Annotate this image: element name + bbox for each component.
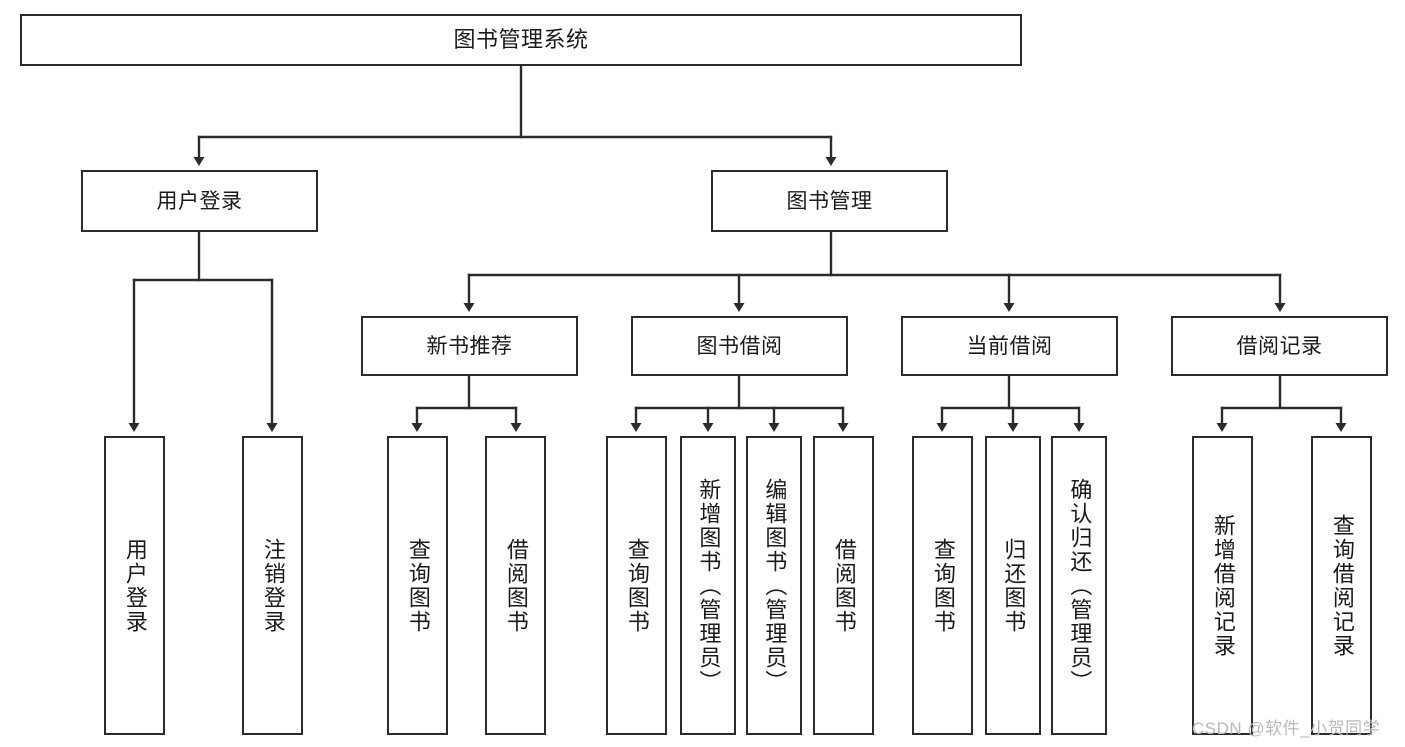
node-leaf-logout[interactable]: 注销登录 xyxy=(242,436,303,735)
node-label: 归还图书 xyxy=(1001,537,1027,634)
node-label: 注销登录 xyxy=(260,537,286,634)
node-label: 借阅图书 xyxy=(503,537,529,634)
node-label: 查询借阅记录 xyxy=(1329,513,1355,658)
node-leaf-query-book-recommendation[interactable]: 查询图书 xyxy=(387,436,448,735)
node-leaf-borrow-book[interactable]: 借阅图书 xyxy=(813,436,874,735)
node-label: 图书借阅 xyxy=(696,334,783,358)
node-leaf-return-book[interactable]: 归还图书 xyxy=(985,436,1041,735)
node-leaf-edit-book-admin[interactable]: 编辑图书（管理员） xyxy=(746,436,802,735)
node-book-manage[interactable]: 图书管理 xyxy=(711,170,948,232)
node-label: 新增图书（管理员） xyxy=(696,477,722,694)
node-label: 新书推荐 xyxy=(426,334,513,358)
node-label: 图书管理系统 xyxy=(453,27,589,52)
node-leaf-add-borrow-record[interactable]: 新增借阅记录 xyxy=(1192,436,1253,735)
node-leaf-user-login[interactable]: 用户登录 xyxy=(104,436,165,735)
node-leaf-query-borrow-record[interactable]: 查询借阅记录 xyxy=(1311,436,1372,735)
node-leaf-borrow-book-recommendation[interactable]: 借阅图书 xyxy=(485,436,546,735)
node-book-management-system[interactable]: 图书管理系统 xyxy=(20,14,1022,66)
node-label: 当前借阅 xyxy=(966,334,1053,358)
csdn-watermark: CSDN @软件_小贺同学 xyxy=(1192,719,1381,738)
node-new-book-recommendation[interactable]: 新书推荐 xyxy=(361,316,578,376)
node-label: 编辑图书（管理员） xyxy=(762,477,788,694)
node-borrow-record[interactable]: 借阅记录 xyxy=(1171,316,1388,376)
node-leaf-query-book-current[interactable]: 查询图书 xyxy=(912,436,973,735)
node-user-login[interactable]: 用户登录 xyxy=(81,170,318,232)
node-label: 用户登录 xyxy=(122,537,148,634)
node-label: 借阅图书 xyxy=(831,537,857,634)
node-label: 图书管理 xyxy=(786,189,873,213)
node-label: 查询图书 xyxy=(930,537,956,634)
node-label: 查询图书 xyxy=(405,537,431,634)
node-label: 借阅记录 xyxy=(1236,334,1323,358)
node-label: 确认归还（管理员） xyxy=(1067,477,1093,694)
node-leaf-confirm-return-admin[interactable]: 确认归还（管理员） xyxy=(1051,436,1107,735)
node-current-borrow[interactable]: 当前借阅 xyxy=(901,316,1118,376)
node-leaf-add-book-admin[interactable]: 新增图书（管理员） xyxy=(680,436,736,735)
node-label: 用户登录 xyxy=(156,189,243,213)
node-label: 新增借阅记录 xyxy=(1210,513,1236,658)
node-book-borrow[interactable]: 图书借阅 xyxy=(631,316,848,376)
node-leaf-query-book-borrow[interactable]: 查询图书 xyxy=(606,436,667,735)
node-label: 查询图书 xyxy=(624,537,650,634)
